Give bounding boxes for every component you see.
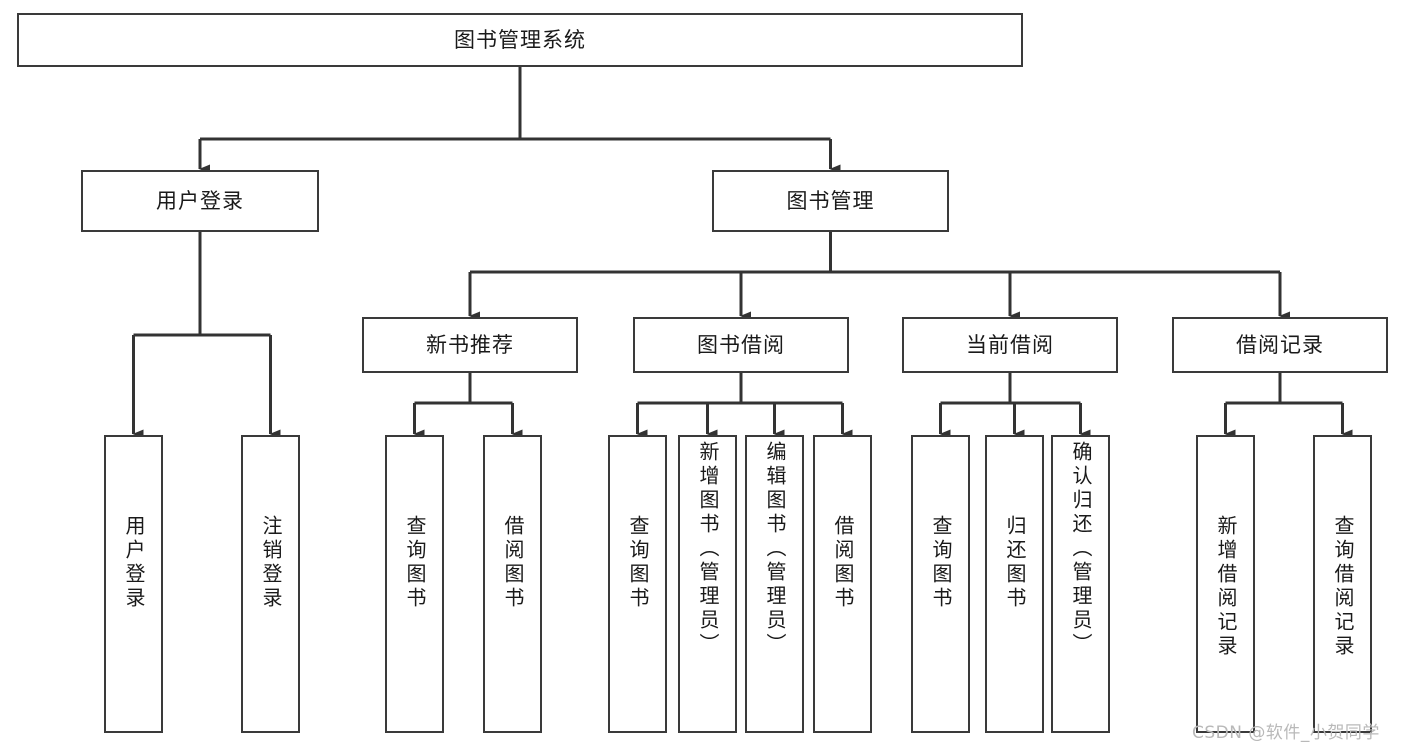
node-leaf-add-book[interactable]: 新增图书（管理员）	[678, 435, 737, 733]
node-label: 注销登录	[259, 515, 283, 611]
node-root-book-management-system[interactable]: 图书管理系统	[17, 13, 1023, 67]
node-label: 借阅记录	[1236, 332, 1324, 357]
node-leaf-user-logout[interactable]: 注销登录	[241, 435, 300, 733]
node-leaf-query-book-2[interactable]: 查询图书	[608, 435, 667, 733]
node-label: 图书管理	[786, 188, 875, 213]
node-leaf-query-record[interactable]: 查询借阅记录	[1313, 435, 1372, 733]
node-label: 用户登录	[156, 188, 244, 213]
node-label: 图书管理系统	[454, 27, 586, 52]
node-leaf-confirm-return[interactable]: 确认归还（管理员）	[1051, 435, 1110, 733]
node-new-book-rec[interactable]: 新书推荐	[362, 317, 578, 373]
node-book-borrow[interactable]: 图书借阅	[633, 317, 849, 373]
node-label: 查询图书	[626, 515, 650, 611]
node-label: 确认归还（管理员）	[1069, 441, 1093, 657]
node-leaf-return-book[interactable]: 归还图书	[985, 435, 1044, 733]
node-leaf-query-book-3[interactable]: 查询图书	[911, 435, 970, 733]
node-label: 当前借阅	[966, 332, 1054, 357]
node-book-manage[interactable]: 图书管理	[712, 170, 949, 232]
node-label: 编辑图书（管理员）	[763, 441, 787, 657]
node-leaf-user-login[interactable]: 用户登录	[104, 435, 163, 733]
node-leaf-query-book-1[interactable]: 查询图书	[385, 435, 444, 733]
node-label: 借阅图书	[501, 515, 525, 611]
node-label: 借阅图书	[831, 515, 855, 611]
node-label: 新书推荐	[426, 332, 514, 357]
node-label: 查询图书	[403, 515, 427, 611]
node-leaf-borrow-book-2[interactable]: 借阅图书	[813, 435, 872, 733]
node-leaf-borrow-book-1[interactable]: 借阅图书	[483, 435, 542, 733]
node-user-login[interactable]: 用户登录	[81, 170, 319, 232]
node-label: 新增借阅记录	[1214, 515, 1238, 659]
node-label: 图书借阅	[697, 332, 785, 357]
node-label: 查询图书	[929, 515, 953, 611]
node-label: 用户登录	[122, 515, 146, 611]
node-leaf-edit-book[interactable]: 编辑图书（管理员）	[745, 435, 804, 733]
node-leaf-add-record[interactable]: 新增借阅记录	[1196, 435, 1255, 733]
node-borrow-record[interactable]: 借阅记录	[1172, 317, 1388, 373]
csdn-watermark: CSDN @软件_小贺同学	[1192, 723, 1380, 743]
node-current-borrow[interactable]: 当前借阅	[902, 317, 1118, 373]
node-label: 查询借阅记录	[1331, 515, 1355, 659]
node-label: 新增图书（管理员）	[696, 441, 720, 657]
node-label: 归还图书	[1003, 515, 1027, 611]
